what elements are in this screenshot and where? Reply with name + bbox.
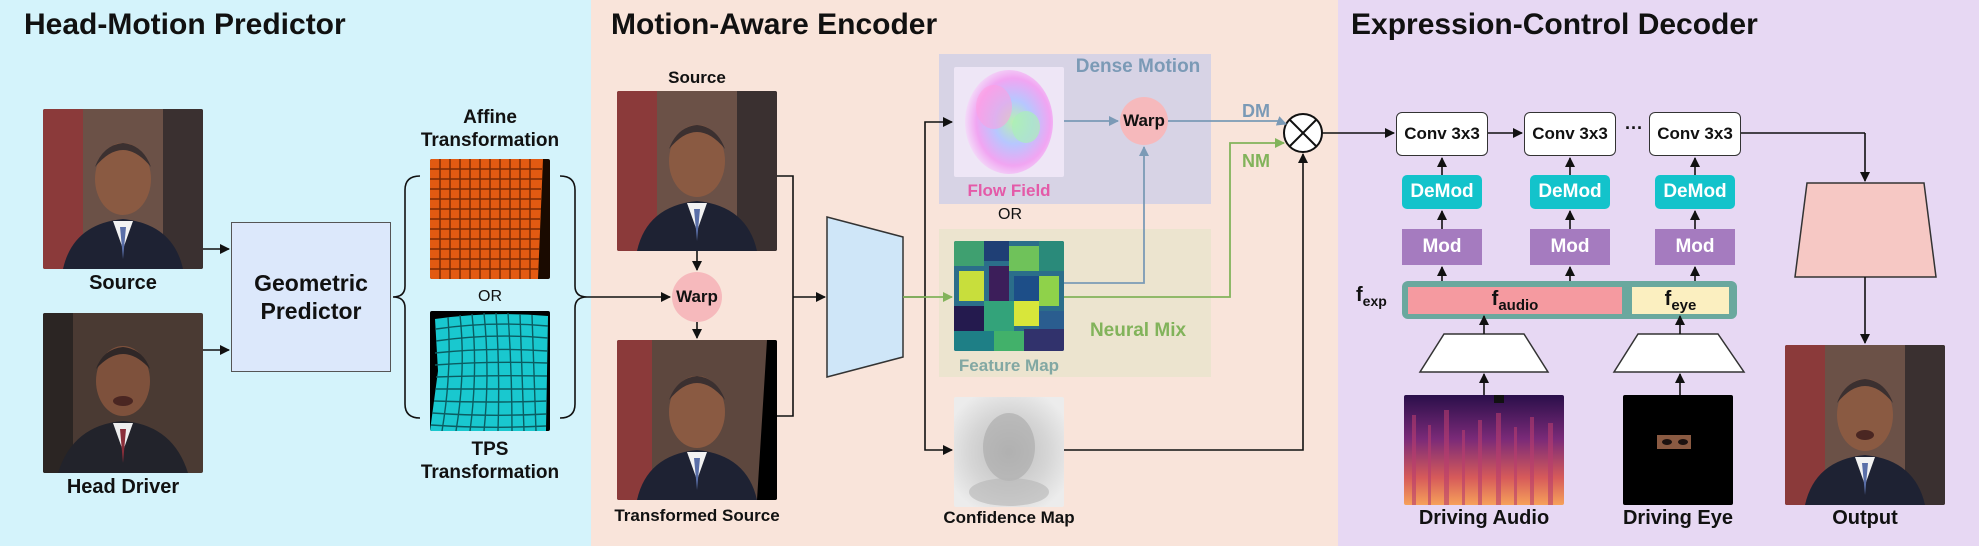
feature-map-icon [954,241,1064,351]
face-portrait-icon [43,313,203,473]
dense-motion-label: Dense Motion [1075,56,1201,77]
conv-label-2: Conv 3x3 [1532,124,1608,143]
driving-eye-label: Driving Eye [1622,507,1734,529]
face-portrait-icon [43,109,203,269]
dec-label: Dec [1841,218,1889,248]
conv-ellipsis: ··· [1625,118,1643,138]
tps-grid-image [430,311,550,431]
flow-field-image [954,67,1064,177]
affine-grid-icon [430,159,550,279]
faudio-label: faudio [1491,287,1539,314]
head-driver-image [43,313,203,473]
tps-label: TPS Transformation [420,439,560,483]
face-portrait-icon [617,91,777,251]
eye-crop-icon [1623,395,1733,505]
demod-label-2: DeMod [1538,181,1602,202]
warp-dense-label: Warp [1123,111,1165,130]
encoder-source-label: Source [668,68,726,87]
warp-label: Warp [676,287,718,306]
conv-block-3: Conv 3x3 [1649,112,1741,156]
dm-label: DM [1242,101,1270,121]
neural-mix-label: Neural Mix [1089,320,1187,341]
conv-block-1: Conv 3x3 [1396,112,1488,156]
ence-label: EncE [1654,336,1706,366]
demod-block-2: DeMod [1530,175,1610,209]
nm-label: NM [1242,151,1270,171]
demod-block-3: DeMod [1655,175,1735,209]
source-image [43,109,203,269]
mod-label-1: Mod [1422,236,1462,257]
head-driver-label: Head Driver [66,476,180,498]
confidence-map-image [954,397,1064,507]
feature-map-image [954,241,1064,351]
mod-block-3: Mod [1655,229,1735,265]
output-label: Output [1832,507,1898,529]
demod-label-3: DeMod [1663,181,1727,202]
encoder-source-image [617,91,777,251]
enca-label: EncA [1460,336,1512,366]
geometric-predictor-label: Geometric Predictor [254,270,368,324]
mod-block-2: Mod [1530,229,1610,265]
face-portrait-icon [617,340,777,500]
demod-label-1: DeMod [1410,181,1474,202]
fexp-label: fexp [1356,284,1387,309]
demod-block-1: DeMod [1402,175,1482,209]
conv-label-1: Conv 3x3 [1404,124,1480,143]
transformed-source-image [617,340,777,500]
geometric-predictor-block: Geometric Predictor [231,222,391,372]
source-label: Source [89,272,157,294]
confidence-map-icon [954,397,1064,507]
head-motion-title: Head-Motion Predictor [24,8,346,41]
feye-block: feye [1632,287,1729,314]
flow-field-label: Flow Field [967,181,1051,200]
warp-node-dense: Warp [1120,97,1168,145]
affine-grid-image [430,159,550,279]
driving-eye-image [1623,395,1733,505]
flow-field-icon [954,67,1064,177]
mod-label-2: Mod [1550,236,1590,257]
warp-node: Warp [672,272,722,322]
conv-block-2: Conv 3x3 [1524,112,1616,156]
face-portrait-icon [1785,345,1945,505]
or-label-head: OR [478,288,502,305]
faudio-block: faudio [1408,287,1622,314]
conv-label-3: Conv 3x3 [1657,124,1733,143]
transformed-source-label: Transformed Source [614,506,780,525]
decoder-title: Expression-Control Decoder [1351,8,1758,41]
output-image [1785,345,1945,505]
feye-label: feye [1664,287,1697,314]
enc-label: Enc [839,280,891,311]
driving-audio-image [1404,395,1564,505]
driving-audio-label: Driving Audio [1418,507,1550,529]
or-label-encoder: OR [998,206,1022,223]
mod-label-3: Mod [1675,236,1715,257]
confidence-map-label: Confidence Map [943,508,1075,527]
spectrogram-icon [1404,395,1564,505]
mod-block-1: Mod [1402,229,1482,265]
feature-map-label: Feature Map [958,356,1060,375]
tps-grid-icon [430,311,550,431]
affine-label: Affine Transformation [420,107,560,151]
encoder-title: Motion-Aware Encoder [611,8,938,41]
